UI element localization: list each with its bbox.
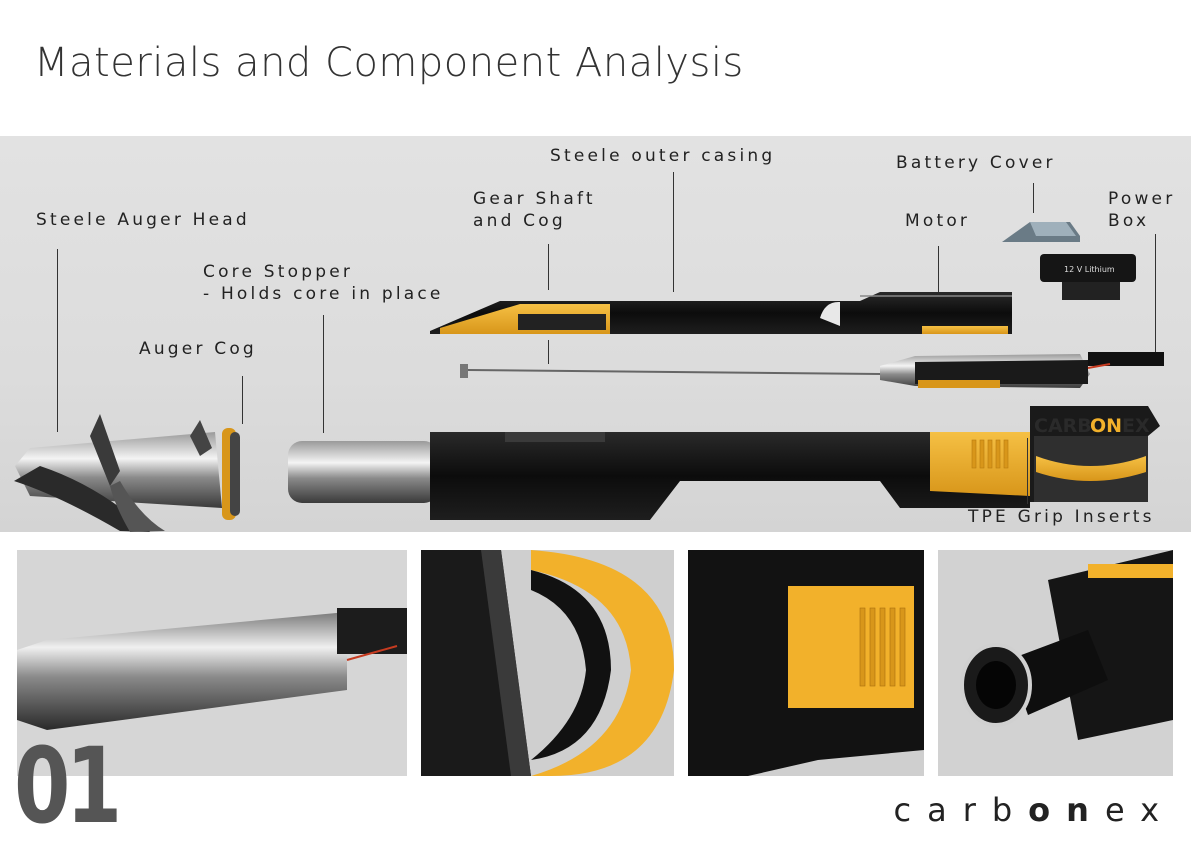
label-grip-inserts: TPE Grip Inserts bbox=[968, 507, 1155, 527]
detail-image-grip-ring bbox=[421, 550, 674, 776]
grip-logo-mid: ON bbox=[1090, 415, 1122, 437]
grip-logo-pre: CARB bbox=[1034, 415, 1092, 437]
exploded-view-illustration: 12 V Lithium CARB ON EX bbox=[14, 222, 1164, 532]
leader-auger-cog bbox=[242, 376, 244, 424]
brand-logo: carbonex bbox=[894, 790, 1176, 830]
leader-grip-inserts bbox=[1027, 438, 1029, 504]
label-power-box-2: Box bbox=[1108, 211, 1150, 231]
auger-head bbox=[14, 414, 240, 532]
battery-cover bbox=[1002, 222, 1080, 242]
label-auger-cog: Auger Cog bbox=[139, 339, 257, 359]
upper-casing bbox=[430, 292, 1012, 334]
label-core-stopper-desc: - Holds core in place bbox=[203, 284, 444, 304]
leader-core-stopper bbox=[323, 315, 325, 433]
leader-gear-shaft bbox=[548, 244, 550, 290]
label-core-stopper: Core Stopper bbox=[203, 262, 354, 282]
label-motor: Motor bbox=[905, 211, 971, 231]
gear-shaft-and-motor bbox=[460, 352, 1164, 388]
label-gear-shaft: Gear Shaft bbox=[473, 189, 596, 209]
label-gear-shaft-2: and Cog bbox=[473, 211, 566, 231]
leader-power-box bbox=[1155, 234, 1157, 352]
label-battery-cover: Battery Cover bbox=[896, 153, 1056, 173]
page-number: 01 bbox=[14, 725, 122, 842]
core-stopper bbox=[288, 441, 438, 503]
brand-text-pre: carb bbox=[893, 791, 1029, 829]
leader-auger-head bbox=[57, 249, 59, 432]
brand-text-mid: on bbox=[1028, 791, 1105, 829]
leader-outer-casing bbox=[673, 172, 675, 292]
exploded-view-render: 12 V Lithium CARB ON EX bbox=[0, 136, 1191, 532]
lower-casing bbox=[430, 432, 1030, 520]
grip-insert-block: CARB ON EX bbox=[1030, 406, 1160, 502]
label-outer-casing: Steele outer casing bbox=[550, 146, 776, 166]
brand-text-post: ex bbox=[1104, 791, 1175, 829]
detail-image-grip-panel bbox=[688, 550, 924, 776]
battery-label: 12 V Lithium bbox=[1064, 265, 1115, 274]
page-title: Materials and Component Analysis bbox=[34, 40, 744, 86]
label-auger-head: Steele Auger Head bbox=[36, 210, 250, 230]
power-box: 12 V Lithium bbox=[1040, 254, 1136, 300]
leader-motor bbox=[938, 246, 940, 292]
grip-logo-post: EX bbox=[1122, 415, 1150, 437]
detail-image-steel-casing bbox=[17, 550, 407, 776]
leader-gear-shaft-lower bbox=[548, 340, 550, 364]
detail-image-auger-socket bbox=[938, 550, 1173, 776]
leader-battery-cover bbox=[1033, 183, 1035, 213]
label-power-box: Power bbox=[1108, 189, 1176, 209]
